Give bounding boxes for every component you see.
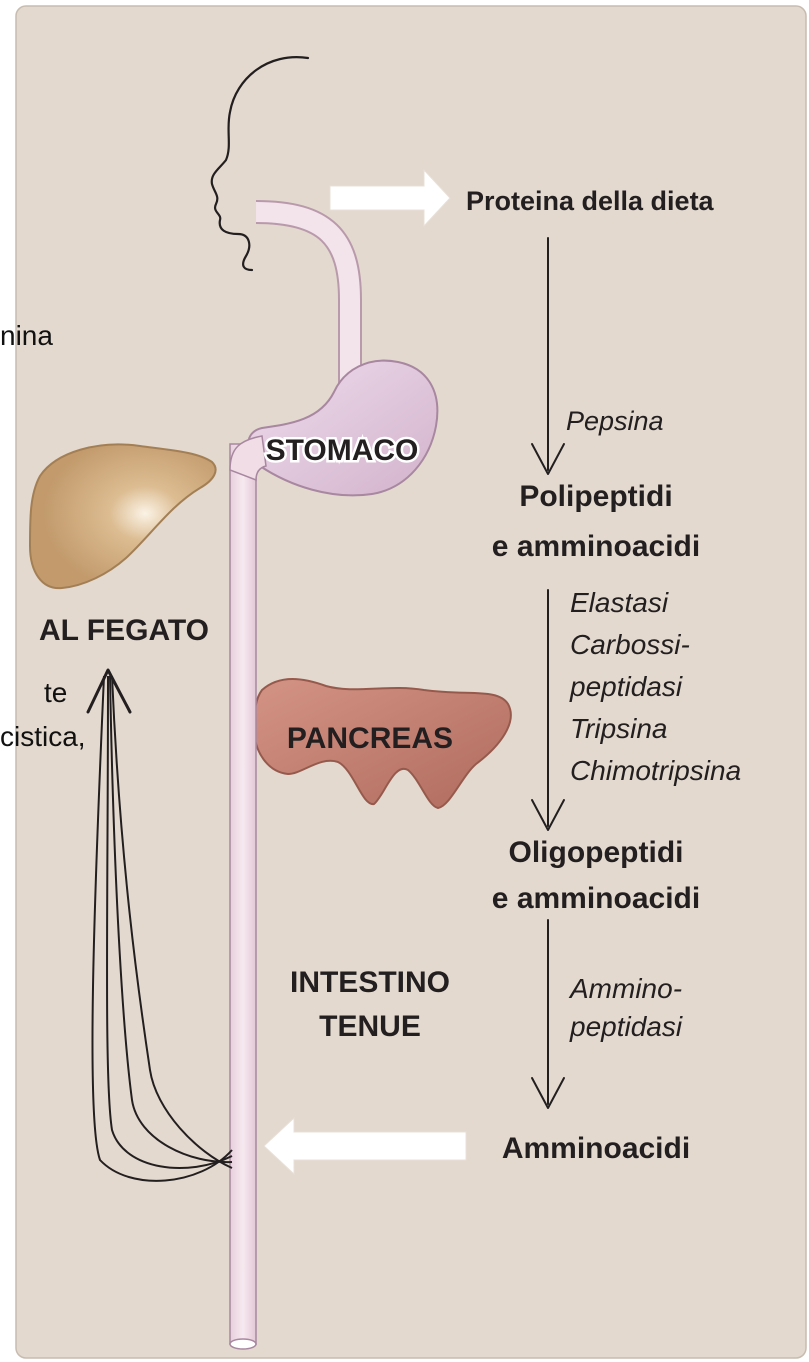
amino-acids-label: Amminoacidi [502, 1132, 690, 1165]
background-text-3: cistica, [0, 721, 86, 752]
small-intestine-tube [230, 444, 256, 1344]
polypeptides-label-line2: e amminoacidi [492, 530, 700, 563]
dietary-protein-label: Proteina della dieta [466, 186, 715, 216]
polypeptides-label-line1: Polipeptidi [519, 480, 672, 513]
enzyme-label-trypsin: Tripsina [570, 713, 668, 744]
oligopeptides-label-line2: e amminoacidi [492, 882, 700, 915]
enzyme-aminopeptidase-line2: peptidasi [569, 1011, 683, 1042]
background-text-1: nina [0, 320, 53, 351]
liver-label: AL FEGATO [39, 614, 209, 647]
small-intestine-label-line1: INTESTINO [290, 966, 450, 999]
stomach-label: STOMACO [266, 434, 419, 467]
enzyme-aminopeptidase-line1: Ammino- [568, 973, 682, 1004]
pancreas-label: PANCREAS [287, 722, 453, 755]
enzyme-label-peptidase: peptidasi [569, 671, 683, 702]
small-intestine-label-line2: TENUE [319, 1010, 421, 1043]
tube-end [230, 1339, 256, 1349]
background-text-2: te [44, 677, 67, 708]
enzyme-label-chymotrypsin: Chimotripsina [570, 755, 741, 786]
enzyme-label-carboxy: Carbossi- [570, 629, 690, 660]
oligopeptides-label-line1: Oligopeptidi [509, 836, 684, 869]
enzyme-label-elastase: Elastasi [570, 587, 669, 618]
enzyme-pepsin-label: Pepsina [566, 406, 664, 436]
